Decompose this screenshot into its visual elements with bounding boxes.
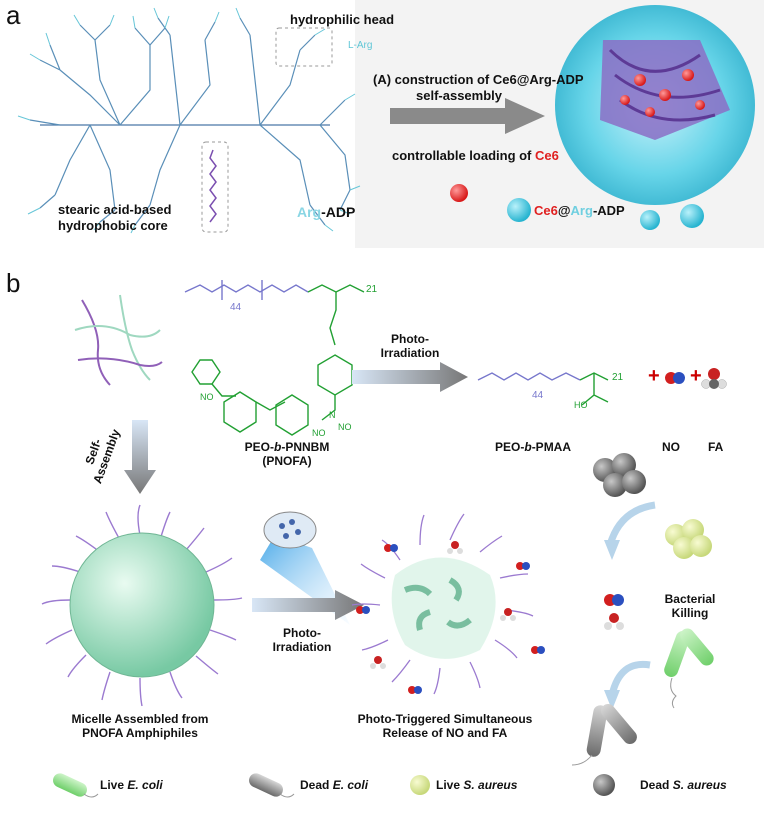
self-assembly-arrow-b (124, 420, 156, 494)
legend-dead-s-aureus-label: Dead S. aureus (640, 778, 727, 792)
no2-label-a: NO (200, 392, 214, 402)
nitroso-label: NO (338, 422, 352, 432)
legend-dead-s-aureus-icon (593, 774, 615, 796)
released-molecules (356, 541, 545, 694)
pmaa-subscript-44: 44 (532, 390, 544, 401)
legend-dead-e-coli-label: Dead E. coli (300, 778, 369, 792)
ce6-arg-adp-micelle (555, 5, 755, 205)
no-label: NO (662, 440, 680, 454)
panel-b-letter: b (6, 268, 21, 298)
peo-subscript-44: 44 (230, 302, 242, 313)
small-micelle-1 (507, 198, 531, 222)
core-label-line2: hydrophobic core (58, 218, 168, 233)
fa-molecule-icon (701, 368, 727, 389)
ce6-arg-adp-label: Ce6@Arg-ADP (534, 203, 625, 218)
curved-arrow-2 (608, 660, 651, 696)
peo-pmaa-label: PEO-b-PMAA (495, 440, 572, 454)
ce6-molecule (450, 184, 468, 202)
n-label: N (329, 410, 336, 420)
legend-live-e-coli-label: Live E. coli (100, 778, 163, 792)
photo-irradiation-top-label: Photo-Irradiation (380, 332, 440, 360)
construction-label: (A) construction of Ce6@Arg-ADP (373, 72, 584, 87)
hydrophobic-tail (209, 149, 217, 223)
self-assembly-label: self-assembly (416, 88, 502, 103)
dead-s-aureus-cluster (593, 453, 646, 497)
hydrophobic-core-box (201, 141, 229, 233)
pmaa-structure (477, 372, 609, 406)
live-e-coli-cluster (664, 628, 714, 709)
dead-e-coli-cluster (571, 703, 637, 766)
small-micelle-3 (680, 204, 704, 228)
pnofa-micelle (41, 504, 243, 707)
live-s-aureus-cluster (665, 519, 712, 559)
legend-live-s-aureus-label: Live S. aureus (436, 778, 518, 792)
hydrophilic-head-label: hydrophilic head (290, 12, 395, 27)
legend-live-s-aureus-icon (410, 775, 430, 795)
self-assembly-arrow (390, 98, 545, 134)
ho-label: HO (574, 400, 588, 410)
l-arg-label: L-Arg (348, 40, 373, 51)
photo-irradiation-mid-label: Photo-Irradiation (272, 626, 332, 654)
no2-label-b: NO (312, 428, 326, 438)
arg-adp-label: Arg-ADP (297, 204, 356, 220)
small-micelle-2 (640, 210, 660, 230)
pnofa-structure (184, 280, 365, 436)
legend-dead-e-coli-icon (249, 773, 283, 797)
pmaa-subscript-21: 21 (612, 372, 624, 383)
plus-sign-1: + (648, 365, 660, 387)
legend-live-e-coli-icon (53, 773, 87, 797)
panel-a-letter: a (6, 0, 21, 30)
pnofa-label: PEO-b-PNNBM (PNOFA) (244, 440, 330, 468)
polymer-network-icon (74, 294, 163, 386)
hydrophilic-head-box (275, 27, 333, 67)
controllable-loading-label: controllable loading of Ce6 (392, 148, 559, 163)
fa-label: FA (708, 440, 724, 454)
no-molecule-icon (665, 372, 685, 384)
arginine-branches (17, 7, 361, 234)
photo-irradiation-arrow-mid (252, 590, 364, 620)
plus-sign-2: + (690, 365, 702, 387)
pnnbm-subscript-21: 21 (366, 284, 378, 295)
curved-arrow-1 (606, 501, 656, 547)
broken-micelle (351, 513, 534, 695)
photo-irradiation-arrow-top (352, 362, 468, 392)
dendrimer-structure (29, 17, 351, 226)
core-label-line1: stearic acid-based (58, 202, 172, 217)
